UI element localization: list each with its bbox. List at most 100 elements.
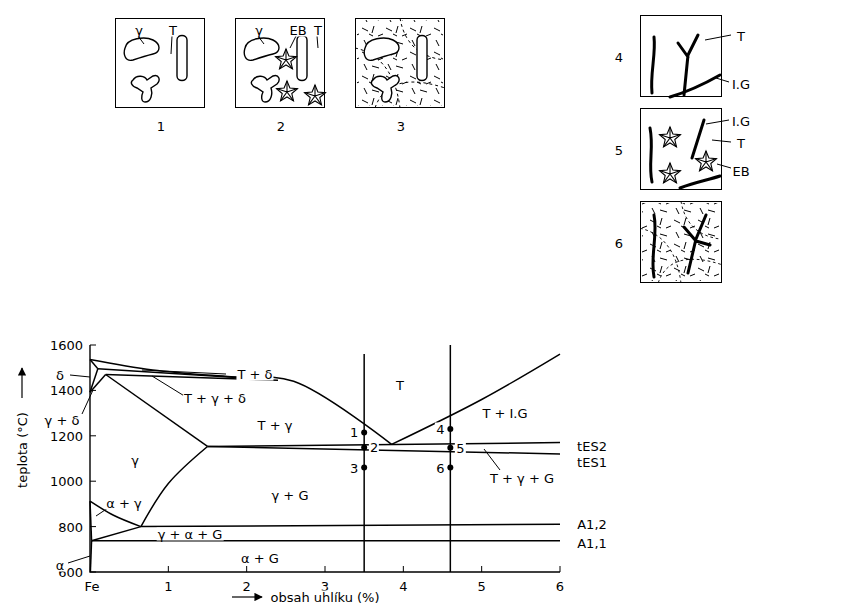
- tick-label: 6: [555, 580, 565, 593]
- graphite-flakes: [653, 215, 710, 277]
- cell-boundaries: [355, 18, 445, 108]
- tick-mark: [325, 566, 326, 572]
- panel-number: 5: [614, 144, 624, 157]
- region-label: γ: [130, 454, 140, 467]
- phase-label: EB: [731, 165, 750, 178]
- line-label: tES1: [576, 456, 608, 469]
- panel-number: 3: [396, 120, 406, 133]
- region-label: T + γ + δ: [183, 392, 247, 405]
- region-label: γ + G: [271, 489, 310, 502]
- region-label: γ + δ: [44, 414, 81, 427]
- region-label: α: [55, 559, 66, 572]
- tick-mark: [403, 566, 404, 572]
- phase-boundary: [450, 345, 452, 572]
- point-label: 4: [435, 422, 445, 435]
- micrograph-panel: 4TI.G: [640, 15, 722, 97]
- tick-mark: [90, 345, 96, 346]
- graphite-texture: [357, 20, 443, 106]
- phase-label: I.G: [731, 115, 751, 128]
- tick-mark: [168, 566, 169, 572]
- austenite-grains: [244, 36, 307, 103]
- axis-arrow: [232, 596, 262, 597]
- region-label: T + I.G: [481, 407, 528, 420]
- panel-number: 1: [156, 120, 166, 133]
- eutectic-cell: [276, 49, 297, 69]
- phase-label: T: [168, 24, 178, 37]
- tick-label: 4: [398, 580, 408, 593]
- phase-label: γ: [134, 24, 144, 37]
- phase-boundary: [90, 375, 106, 393]
- axis-arrow: [21, 368, 22, 398]
- point-label: 6: [435, 461, 445, 474]
- point-label: 3: [349, 461, 359, 474]
- state-point: [447, 445, 453, 451]
- tick-mark: [246, 566, 247, 572]
- phase-boundary: [92, 527, 141, 541]
- phase-boundary: [90, 501, 92, 540]
- region-label: α + γ: [105, 497, 142, 510]
- axis-title: obsah uhlíku (%): [269, 590, 380, 603]
- eutectic-cell: [277, 81, 298, 101]
- phase-plot: [90, 345, 560, 572]
- region-label: T + γ: [257, 419, 294, 432]
- panel-number: 6: [614, 237, 624, 250]
- phase-boundary: [90, 360, 98, 369]
- panel-number: 4: [614, 51, 624, 64]
- point-label: 1: [349, 426, 359, 439]
- micrograph-panel: 6: [640, 201, 722, 283]
- state-point: [361, 429, 367, 435]
- region-label: γ + α + G: [157, 528, 224, 541]
- panel-number: 2: [276, 120, 286, 133]
- tick-label: 1200: [49, 429, 84, 442]
- eutectic-cell: [660, 163, 681, 183]
- point-label: 2: [369, 441, 379, 454]
- phase-boundary: [141, 446, 208, 526]
- phase-label: γ: [254, 24, 264, 37]
- tick-label: 1000: [49, 475, 84, 488]
- phase-boundary: [208, 443, 561, 447]
- state-point: [361, 444, 367, 450]
- tick-mark: [481, 566, 482, 572]
- phase-label: I.G: [731, 78, 751, 91]
- phase-label: T: [313, 24, 323, 37]
- eutectic-cell: [696, 151, 717, 171]
- axis-line: [90, 345, 560, 572]
- micrograph-panel: 3: [355, 18, 445, 108]
- cell-boundaries: [640, 201, 722, 283]
- tick-mark: [90, 435, 96, 436]
- phase-boundary: [392, 354, 560, 444]
- line-label: A1,1: [576, 537, 608, 550]
- axis-title: teplota (°C): [16, 411, 29, 489]
- tick-label: 800: [57, 520, 84, 533]
- phase-boundary: [208, 446, 561, 453]
- state-point: [447, 465, 453, 471]
- region-label: δ: [55, 369, 65, 382]
- tick-label: 1: [163, 580, 173, 593]
- line-label: tES2: [576, 440, 608, 453]
- tick-label: 5: [477, 580, 487, 593]
- graphite-flakes: [652, 35, 720, 97]
- tick-label: Fe: [84, 580, 101, 593]
- austenite-grains: [364, 36, 427, 103]
- tick-mark: [90, 481, 96, 482]
- state-point: [361, 465, 367, 471]
- eutectic-cell: [305, 85, 326, 105]
- line-label: A1,2: [576, 518, 608, 531]
- phase-boundary: [106, 375, 208, 447]
- tick-label: 1600: [49, 339, 84, 352]
- micrograph-panel: 1γT: [115, 18, 205, 108]
- austenite-grains: [124, 36, 187, 103]
- phase-boundary: [90, 360, 392, 445]
- region-label: T + γ + G: [489, 472, 555, 485]
- state-point: [447, 426, 453, 432]
- micrograph-panel: 2γEBT: [235, 18, 325, 108]
- region-label: T: [395, 379, 405, 392]
- tick-label: 1400: [49, 384, 84, 397]
- phase-boundary: [141, 524, 560, 526]
- tick-label: 2: [242, 580, 252, 593]
- eutectic-cell: [660, 127, 681, 147]
- phase-boundary: [90, 541, 91, 572]
- region-label: α + G: [240, 552, 280, 565]
